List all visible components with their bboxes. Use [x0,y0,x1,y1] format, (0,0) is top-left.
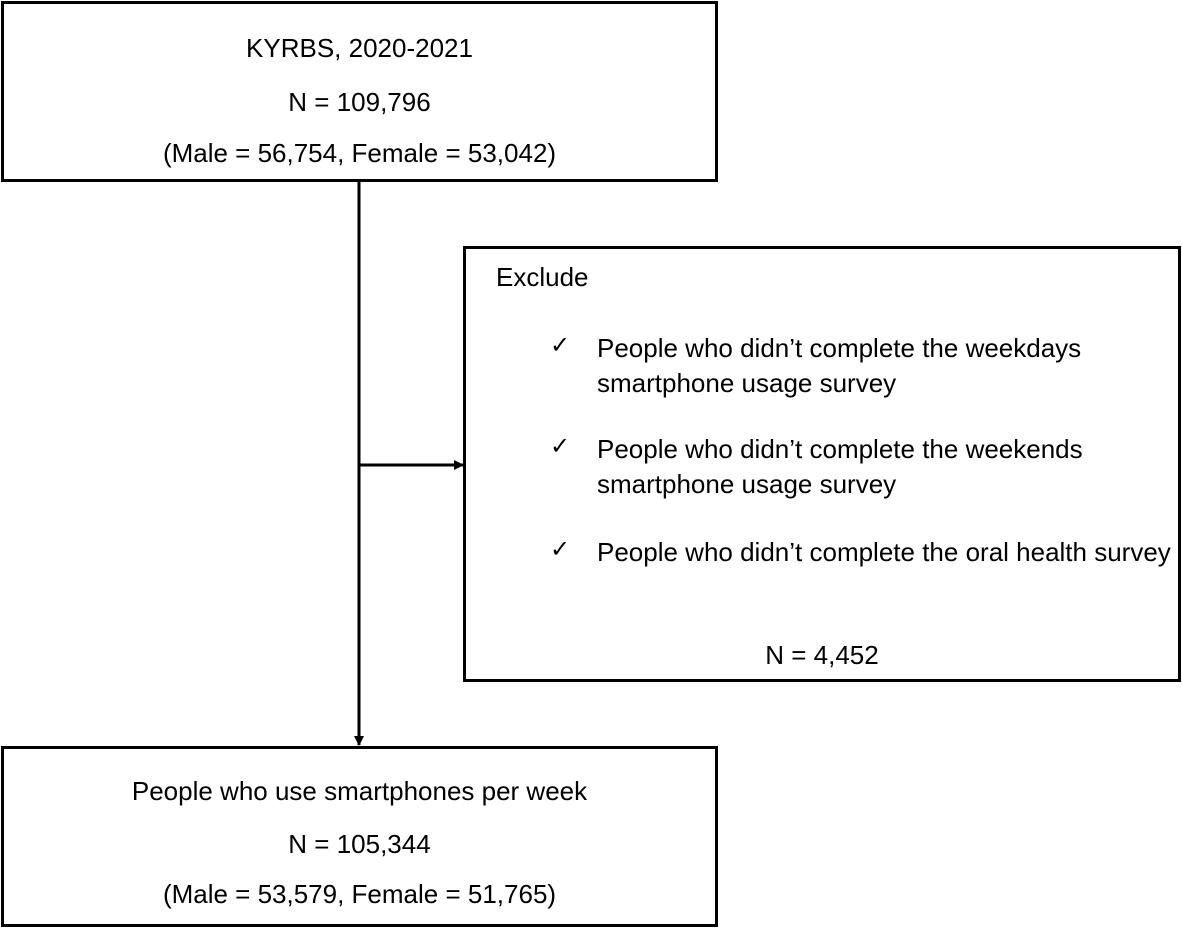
criterion-text: People who didn’t complete the oral heal… [597,537,1171,567]
exclusion-count: N = 4,452 [765,640,879,670]
criterion-text: People who didn’t complete the weekends … [597,434,1083,499]
final-sample-box: People who use smartphones per week N = … [1,746,718,927]
check-icon: ✓ [550,332,571,359]
criterion-text: People who didn’t complete the weekdays … [597,333,1082,398]
source-count: N = 109,796 [288,87,431,117]
final-sample-sex-breakdown: (Male = 53,579, Female = 51,765) [162,879,557,909]
exclusion-box: Exclude ✓ People who didn’t complete the… [463,246,1181,682]
final-sample-count: N = 105,344 [288,829,431,859]
final-sample-title: People who use smartphones per week [131,776,588,806]
exclusion-heading: Exclude [496,262,589,292]
source-population-box: KYRBS, 2020-2021 N = 109,796 (Male = 56,… [1,1,718,182]
source-sex-breakdown: (Male = 56,754, Female = 53,042) [162,138,557,168]
source-title: KYRBS, 2020-2021 [246,33,473,63]
check-icon: ✓ [550,536,571,563]
check-icon: ✓ [550,433,571,460]
